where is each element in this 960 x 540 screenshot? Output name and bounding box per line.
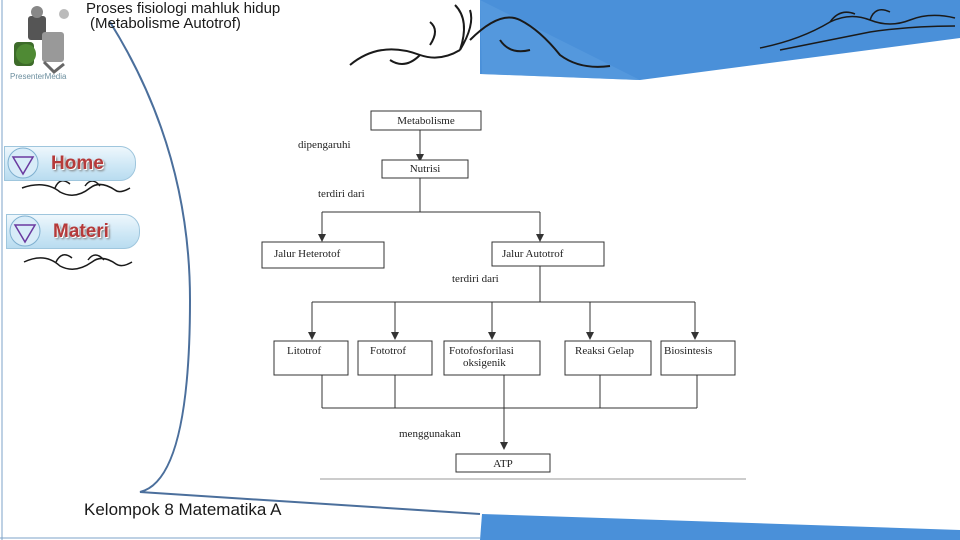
home-label: Home [51,153,104,174]
ornament-top-right [759,9,956,51]
node-fototrof: Fototrof [370,345,406,357]
edge-terdiri-dari-1: terdiri dari [318,188,365,200]
ornament-materi [23,257,133,270]
materi-label: Materi [53,221,109,242]
slide-title: Proses fisiologi mahluk hidup (Metabolis… [86,1,280,31]
presentermedia-logo [14,6,69,75]
node-metabolisme: Metabolisme [397,115,455,127]
node-fotofosforilasi-line2: oksigenik [463,357,506,369]
node-fotofosforilasi-box [443,340,541,376]
logo-text: PresenterMedia [10,72,67,81]
materi-button[interactable]: Materi [6,214,140,249]
frame-curve [109,21,481,515]
title-line-1: Proses fisiologi mahluk hidup [86,0,281,17]
ornament-home [21,183,131,196]
footer-group-name: Kelompok 8 Matematika A [84,500,282,519]
node-fotofosforilasi-line1: Fotofosforilasi [449,345,514,357]
node-nutrisi-box [381,159,469,179]
node-atp: ATP [493,458,513,470]
node-litotrof: Litotrof [287,345,322,357]
node-reaksi-gelap: Reaksi Gelap [575,345,634,357]
title-line-2: (Metabolisme Autotrof) [90,15,241,32]
node-heterotof: Jalur Heterotof [274,248,341,260]
node-autotrof: Jalur Autotrof [502,248,564,260]
node-biosintesis-box [660,340,736,376]
home-button[interactable]: Home [4,146,136,181]
edge-dipengaruhi: dipengaruhi [298,139,351,151]
node-autotrof-box [491,241,605,267]
node-heterotof-box [261,241,385,269]
triangle-down-icon [9,215,41,247]
node-metabolisme-box [370,110,482,131]
metabolism-diagram: Metabolisme Nutrisi Jalur Heterotof Jalu… [240,98,760,488]
ornament-top [349,4,611,68]
node-reaksi-gelap-box [564,340,652,376]
node-fototrof-box [357,340,433,376]
node-atp-box [455,453,551,473]
bottom-blue-band [480,514,960,540]
node-biosintesis: Biosintesis [664,345,712,357]
triangle-down-icon [7,147,39,179]
edge-terdiri-dari-2: terdiri dari [452,273,499,285]
edge-menggunakan: menggunakan [399,428,461,440]
node-litotrof-box [273,340,349,376]
node-nutrisi: Nutrisi [410,163,441,175]
